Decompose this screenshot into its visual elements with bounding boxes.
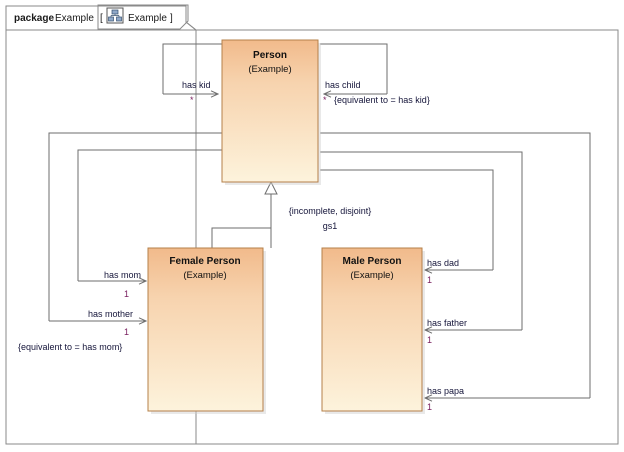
class-stereotype-female-person: (Example) <box>183 270 226 281</box>
class-diagram-icon <box>106 7 124 24</box>
label-has-dad: has dad <box>427 258 459 268</box>
tab-label: Example <box>128 13 167 24</box>
association-has-dad-route <box>320 169 494 270</box>
multiplicity-has-mom: 1 <box>124 289 129 299</box>
class-name-person: Person <box>253 50 287 61</box>
constraint-has-mother: {equivalent to = has mom} <box>18 342 122 352</box>
label-has-mother: has mother <box>88 309 133 319</box>
package-name: Example <box>55 13 94 24</box>
multiplicity-has-child: * <box>323 95 327 105</box>
tab-bracket-open: [ <box>100 13 103 24</box>
class-stereotype-male-person: (Example) <box>350 270 393 281</box>
association-has-father-route <box>320 151 523 330</box>
multiplicity-has-mother: 1 <box>124 327 129 337</box>
package-frame <box>5 4 619 445</box>
generalization-connector <box>211 180 278 248</box>
class-box-male-person[interactable] <box>321 247 425 414</box>
label-has-papa: has papa <box>427 386 464 396</box>
generalization-constraint: {incomplete, disjoint} <box>289 206 372 216</box>
package-keyword: package <box>14 13 54 24</box>
class-box-person[interactable] <box>221 39 321 185</box>
label-has-father: has father <box>427 318 467 328</box>
association-has-mother-route <box>48 132 222 321</box>
tab-bracket-close: ] <box>170 13 173 24</box>
association-has-papa-route <box>320 132 591 398</box>
multiplicity-has-papa: 1 <box>427 402 432 412</box>
generalization-set-name: gs1 <box>323 221 338 231</box>
class-stereotype-person: (Example) <box>248 64 291 75</box>
class-name-female-person: Female Person <box>169 256 240 267</box>
association-has-child-route <box>320 43 388 94</box>
label-has-child: has child <box>325 80 361 90</box>
multiplicity-has-dad: 1 <box>427 275 432 285</box>
association-has-kid-route <box>162 43 222 94</box>
multiplicity-has-father: 1 <box>427 335 432 345</box>
class-name-male-person: Male Person <box>343 256 402 267</box>
multiplicity-has-kid: * <box>190 95 194 105</box>
association-has-mom-route <box>77 149 222 281</box>
label-has-kid: has kid <box>182 80 211 90</box>
constraint-has-child: {equivalent to = has kid} <box>334 95 430 105</box>
label-has-mom: has mom <box>104 270 141 280</box>
class-box-female-person[interactable] <box>147 247 266 414</box>
